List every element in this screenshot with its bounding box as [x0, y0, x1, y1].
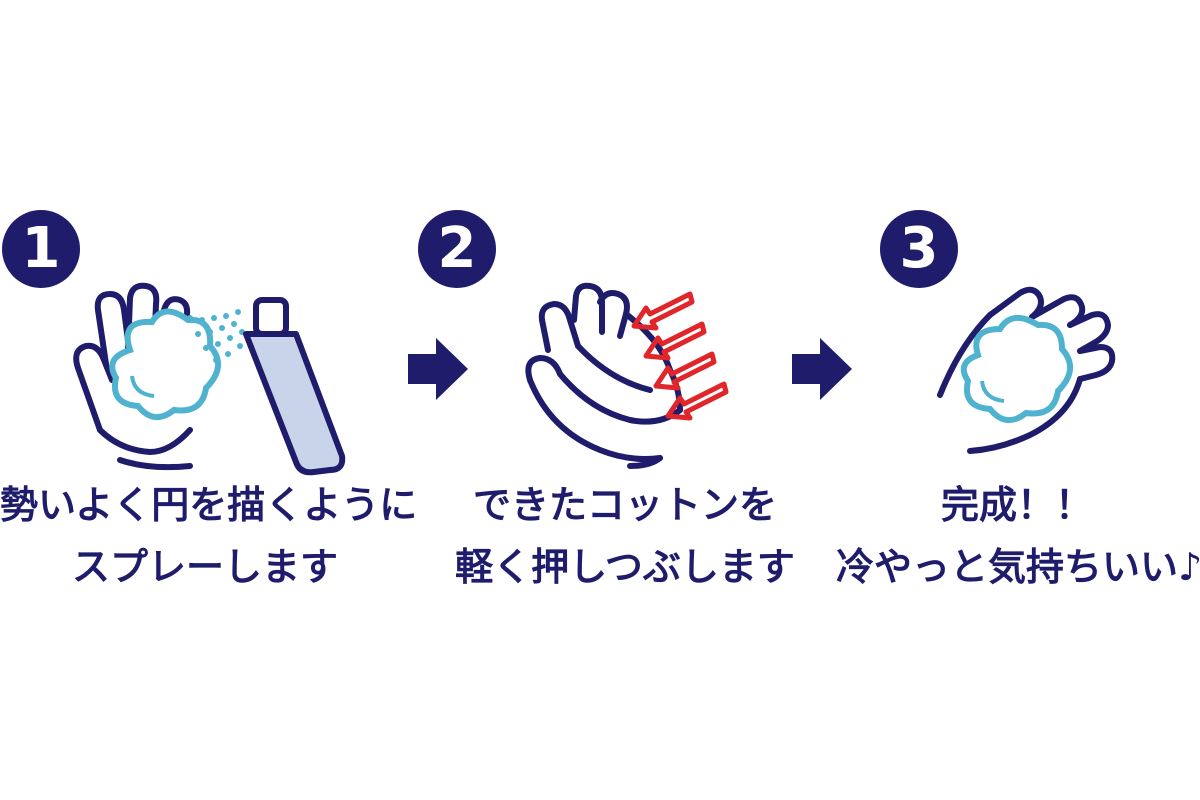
- arrow-right-icon: [792, 338, 852, 400]
- caption-line: できたコットンを: [472, 483, 777, 527]
- caption-line: スプレーします: [71, 545, 338, 589]
- hand-icon: [937, 286, 1116, 454]
- cotton-icon: [109, 308, 221, 420]
- step-3-illustration: [937, 286, 1116, 454]
- step-number-badge: 2: [418, 210, 496, 288]
- step-number-badge: 1: [2, 210, 80, 288]
- cotton-icon: [960, 315, 1073, 423]
- step-2-caption: できたコットンを 軽く押しつぶします: [440, 474, 810, 598]
- caption-line: 冷やっと気持ちいい♪: [836, 545, 1200, 589]
- hand-icon: [73, 282, 193, 471]
- step-3-caption: 完成！！ 冷やっと気持ちいい♪: [836, 474, 1200, 598]
- arrow-right-icon: [408, 338, 468, 400]
- caption-line: 軽く押しつぶします: [455, 545, 795, 589]
- step-2-illustration: [525, 282, 729, 469]
- spray-mist-icon: [187, 309, 245, 363]
- step-1-illustration: [73, 282, 346, 476]
- caption-line: 勢いよく円を描くように: [0, 483, 418, 527]
- step-1-caption: 勢いよく円を描くように スプレーします: [0, 474, 418, 598]
- step-number-badge: 3: [880, 210, 958, 288]
- pressing-hands-icon: [525, 282, 683, 469]
- spray-bottle-icon: [243, 297, 346, 476]
- press-arrows-icon: [631, 291, 729, 421]
- caption-line: 完成！！: [940, 483, 1093, 527]
